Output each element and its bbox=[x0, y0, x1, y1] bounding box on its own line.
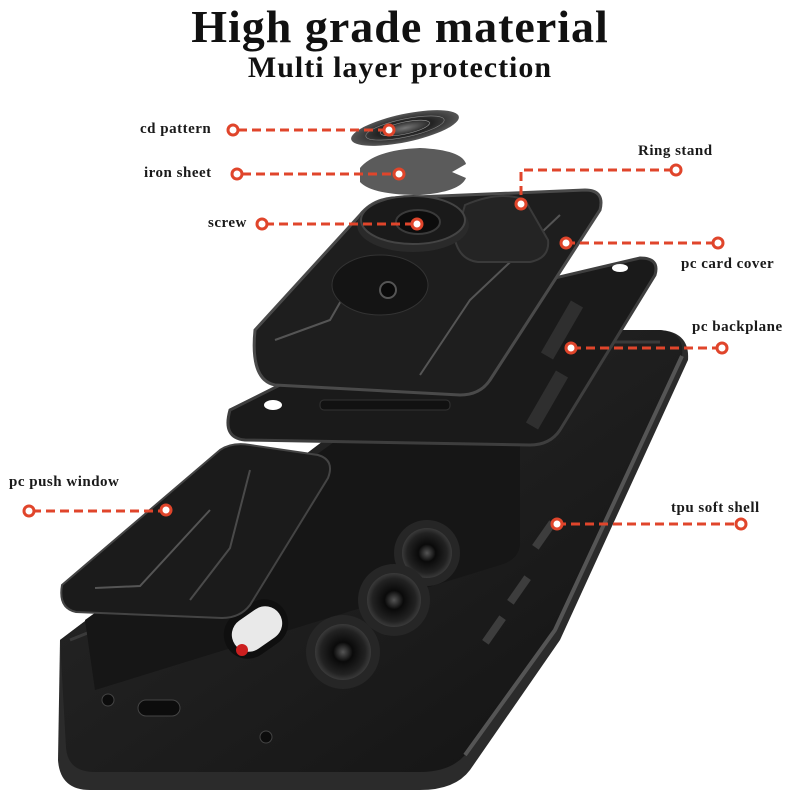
callout-label-pc-push-window: pc push window bbox=[9, 474, 120, 490]
cd-pattern-shape bbox=[351, 110, 459, 146]
callout-label-screw: screw bbox=[208, 215, 247, 231]
headline-subtitle: Multi layer protection bbox=[247, 51, 553, 84]
callout-label-pc-card-cover: pc card cover bbox=[681, 256, 775, 272]
callout-label-cd-pattern: cd pattern bbox=[140, 121, 212, 137]
callout-label-ring-stand: Ring stand bbox=[638, 143, 713, 159]
camera-module bbox=[223, 520, 460, 689]
callout-label-iron-sheet: iron sheet bbox=[144, 165, 212, 181]
headline-title: High grade material bbox=[191, 1, 609, 52]
callout-label-tpu-soft-shell: tpu soft shell bbox=[671, 500, 760, 516]
iron-sheet-shape bbox=[360, 148, 466, 195]
callout-label-pc-backplane: pc backplane bbox=[692, 319, 783, 335]
pc-push-window-shape bbox=[60, 443, 331, 620]
